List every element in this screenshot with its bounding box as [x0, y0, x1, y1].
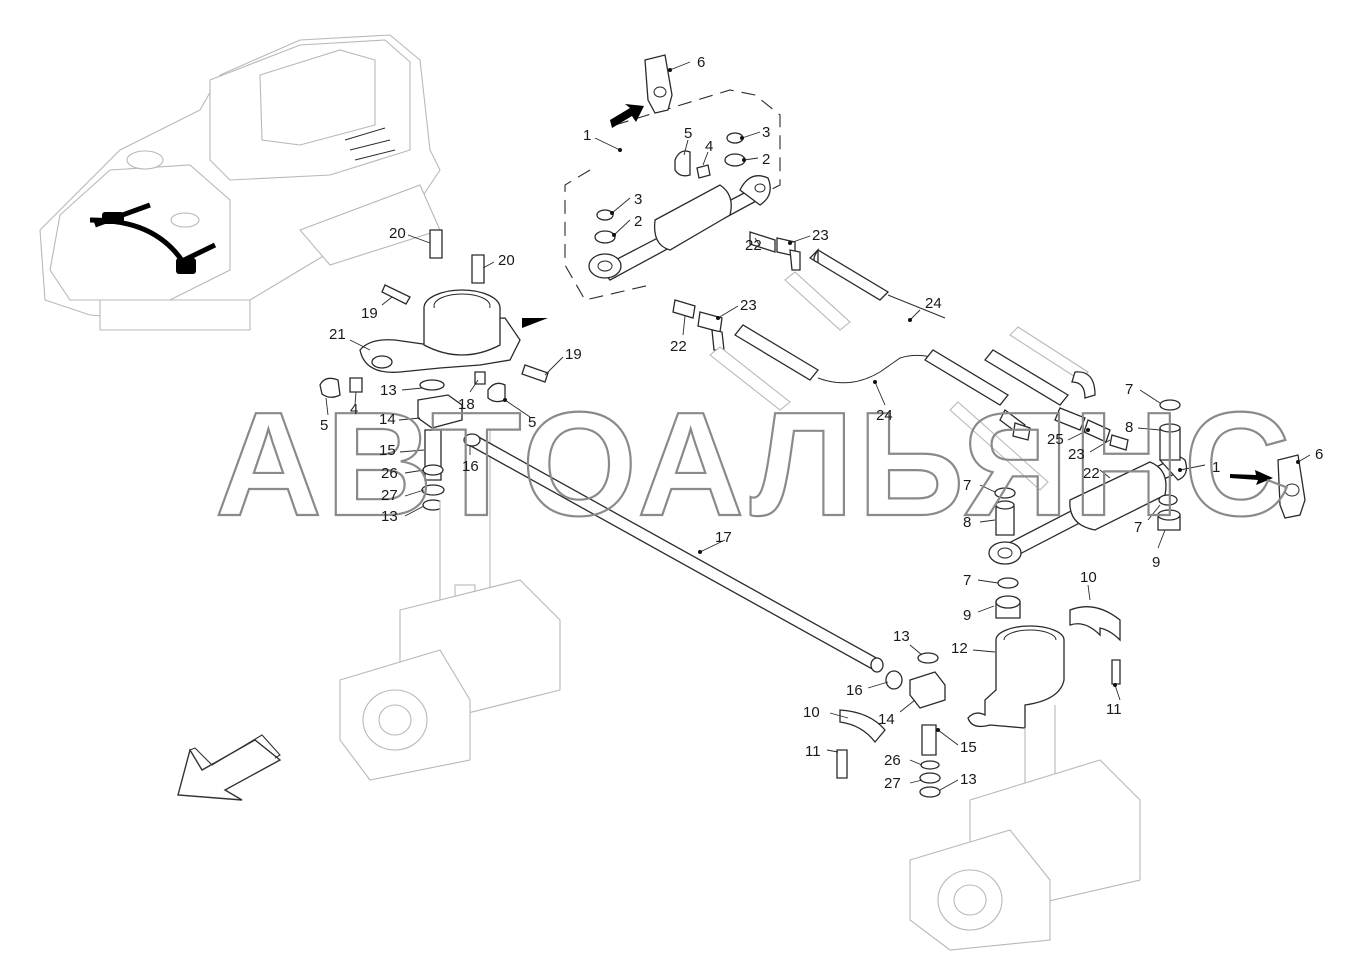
- callout-6: 6: [697, 54, 705, 71]
- callout-19: 19: [361, 305, 378, 322]
- callout-24: 24: [876, 407, 893, 424]
- callout-25: 25: [1047, 431, 1064, 448]
- callout-labels: 6 1 5 4 3 2 3 2 23 22 20 20 24 19 23 22 …: [320, 54, 1323, 792]
- callout-15: 15: [960, 739, 977, 756]
- upper-fittings: [594, 132, 746, 244]
- callout-5: 5: [320, 417, 328, 434]
- callout-5: 5: [528, 414, 536, 431]
- callout-9: 9: [1152, 554, 1160, 571]
- callout-7: 7: [1125, 381, 1133, 398]
- callout-11: 11: [805, 743, 821, 760]
- callout-14: 14: [379, 411, 396, 428]
- steering-column-right: [909, 606, 1141, 951]
- callout-20: 20: [498, 252, 515, 269]
- swivel-bracket-upper: [319, 229, 549, 403]
- callout-11: 11: [1106, 701, 1122, 718]
- callout-22: 22: [745, 237, 762, 254]
- callout-7: 7: [1134, 519, 1142, 536]
- arrows: [177, 104, 1273, 801]
- plate-6-right: [1277, 454, 1306, 519]
- callout-10: 10: [803, 704, 820, 721]
- callout-17: 17: [715, 529, 732, 546]
- callout-23: 23: [1068, 446, 1085, 463]
- callout-26: 26: [381, 465, 398, 482]
- steering-column-left: [339, 379, 561, 781]
- callout-3: 3: [634, 191, 642, 208]
- lower-small-parts: [836, 652, 946, 798]
- callout-12: 12: [951, 640, 968, 657]
- callout-8: 8: [963, 514, 971, 531]
- callout-24: 24: [925, 295, 942, 312]
- plate-6-top: [644, 54, 673, 114]
- cylinder-detail-frame: [564, 89, 781, 301]
- watermark: АВТОАЛЬЯНС: [215, 382, 1295, 547]
- callout-6: 6: [1315, 446, 1323, 463]
- hoses-upper: [749, 231, 946, 331]
- callout-16: 16: [846, 682, 863, 699]
- callout-8: 8: [1125, 419, 1133, 436]
- callout-22: 22: [1083, 465, 1100, 482]
- callout-13: 13: [381, 508, 398, 525]
- callout-15: 15: [379, 442, 396, 459]
- tie-rod: [463, 433, 903, 690]
- callout-5: 5: [684, 125, 692, 142]
- callout-10: 10: [1080, 569, 1097, 586]
- callout-2: 2: [634, 213, 642, 230]
- right-pins: [994, 399, 1181, 619]
- callout-7: 7: [963, 572, 971, 589]
- callout-9: 9: [963, 607, 971, 624]
- leader-lines: [325, 61, 1311, 791]
- callout-14: 14: [878, 711, 895, 728]
- callout-2: 2: [762, 151, 770, 168]
- callout-21: 21: [329, 326, 346, 343]
- callout-20: 20: [389, 225, 406, 242]
- callout-16: 16: [462, 458, 479, 475]
- callout-13: 13: [893, 628, 910, 645]
- callout-3: 3: [762, 124, 770, 141]
- callout-19: 19: [565, 346, 582, 363]
- callout-26: 26: [884, 752, 901, 769]
- machine-overview: [39, 34, 441, 331]
- callout-23: 23: [740, 297, 757, 314]
- callout-4: 4: [350, 401, 358, 418]
- callout-22: 22: [670, 338, 687, 355]
- callout-27: 27: [884, 775, 901, 792]
- callout-7: 7: [963, 477, 971, 494]
- callout-1: 1: [1212, 459, 1220, 476]
- callout-18: 18: [458, 396, 475, 413]
- callout-13: 13: [960, 771, 977, 788]
- callout-23: 23: [812, 227, 829, 244]
- callout-1: 1: [583, 127, 591, 144]
- callout-27: 27: [381, 487, 398, 504]
- hydraulic-cylinder-lower: [988, 454, 1188, 565]
- hoses-middle: [672, 299, 1129, 491]
- hydraulic-cylinder-upper: [588, 175, 771, 281]
- callout-4: 4: [705, 138, 713, 155]
- callout-13: 13: [380, 382, 397, 399]
